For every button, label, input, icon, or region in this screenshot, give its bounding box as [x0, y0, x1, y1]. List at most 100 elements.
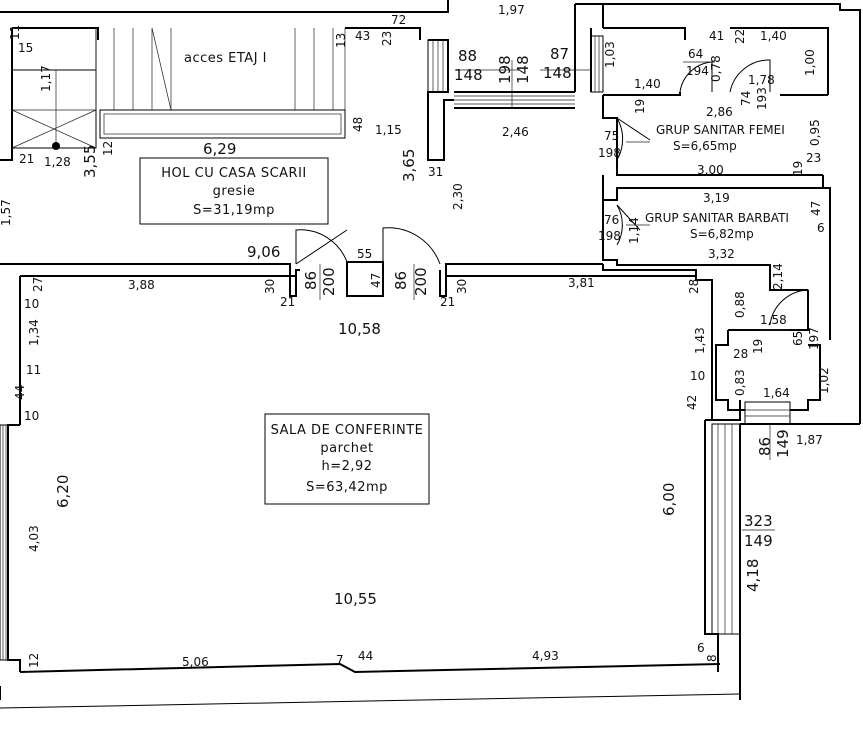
dim-label: 75	[604, 129, 619, 143]
dim-label: 28	[733, 347, 748, 361]
dim-label: 200	[320, 267, 338, 296]
dimension-labels: 1,97 72 43 23 11 15 13 1,17 48 1,15 21 1…	[0, 3, 831, 669]
wc-women-area: S=6,65mp	[673, 139, 737, 153]
conference-name: SALA DE CONFERINTE	[271, 423, 424, 438]
dim-label: 76	[604, 213, 619, 227]
stairs	[11, 27, 346, 150]
dim-label: 0,95	[808, 119, 822, 146]
dim-label: 1,64	[763, 386, 790, 400]
dim-label: 3,32	[708, 247, 735, 261]
wc-men-area: S=6,82mp	[690, 227, 754, 241]
dim-label: 2,86	[706, 105, 733, 119]
dim-label: 10,55	[334, 590, 377, 608]
room-label-boxes	[139, 157, 430, 505]
hall-floor: gresie	[213, 184, 256, 199]
dim-label: 1,17	[39, 65, 53, 92]
dim-label: 42	[685, 395, 699, 410]
dim-label: 12	[27, 653, 41, 668]
dim-label: 19	[791, 161, 805, 176]
dim-label: 19	[633, 99, 647, 114]
dim-label: 194	[686, 64, 709, 78]
dim-label: 148	[543, 64, 572, 82]
dim-label: 22	[733, 29, 747, 44]
room-labels: HOL CU CASA SCARII gresie S=31,19mp SALA…	[161, 51, 789, 495]
dim-label: 149	[744, 532, 773, 550]
dim-label: 11	[8, 25, 22, 40]
dim-label: 6	[817, 221, 825, 235]
dim-label: 149	[774, 429, 792, 458]
dim-label: 6,00	[660, 483, 678, 516]
dim-label: 31	[428, 165, 443, 179]
dim-label: 3,19	[703, 191, 730, 205]
dim-label: 4,93	[532, 649, 559, 663]
dim-label: 1,43	[693, 327, 707, 354]
dim-label: 21	[280, 295, 295, 309]
dim-label: 88	[458, 47, 477, 65]
dim-label: 10	[690, 369, 705, 383]
dim-label: 0,83	[733, 369, 747, 396]
dim-label: 3,81	[568, 276, 595, 290]
dim-label: 87	[550, 45, 569, 63]
dim-label: 1,87	[796, 433, 823, 447]
dim-label: 4,18	[744, 559, 762, 592]
dim-label: 65	[791, 331, 805, 346]
dim-label: 86	[392, 271, 410, 290]
dim-label: 86	[756, 437, 774, 456]
dim-label: 30	[455, 279, 469, 294]
windows	[0, 35, 791, 661]
dim-label: 5,06	[182, 655, 209, 669]
dim-label: 43	[355, 29, 370, 43]
dim-label: 2,14	[771, 263, 785, 290]
dim-label: 27	[31, 277, 45, 292]
dim-label: 10	[24, 297, 39, 311]
dim-label: 1,40	[760, 29, 787, 43]
dim-label: 4,03	[27, 525, 41, 552]
dim-label: 2,46	[502, 125, 529, 139]
dim-label: 44	[358, 649, 373, 663]
dim-label: 7	[336, 653, 344, 667]
dim-label: 1,34	[27, 319, 41, 346]
dim-label: 11	[26, 363, 41, 377]
dim-label: 19	[751, 339, 765, 354]
dim-label: 15	[18, 41, 33, 55]
dim-label: 6,29	[203, 140, 236, 158]
dim-label: 86	[302, 271, 320, 290]
dim-label: 2,30	[451, 183, 465, 210]
wc-women-name: GRUP SANITAR FEMEI	[656, 123, 785, 137]
dim-label: 9,06	[247, 243, 280, 261]
dimension-lines	[319, 60, 790, 531]
dim-label: 10	[24, 409, 39, 423]
dim-label: 21	[19, 152, 34, 166]
dim-label: 3,00	[697, 163, 724, 177]
dim-label: 323	[744, 512, 773, 530]
dim-label: 1,57	[0, 199, 13, 226]
dim-label: 198	[598, 146, 621, 160]
stairs-label: acces ETAJ I	[184, 51, 267, 66]
dim-label: 148	[454, 66, 483, 84]
dim-label: 1,03	[603, 41, 617, 68]
dim-label: 0,78	[709, 55, 723, 82]
dim-label: 6	[697, 641, 705, 655]
dim-label: 1,97	[498, 3, 525, 17]
dim-label: 1,40	[634, 77, 661, 91]
dim-label: 23	[806, 151, 821, 165]
dim-label: 1,00	[803, 49, 817, 76]
dim-label: 13	[334, 33, 348, 48]
dim-label: 55	[357, 247, 372, 261]
dim-label: 0,88	[733, 291, 747, 318]
dim-label: 10,58	[338, 320, 381, 338]
hall-area: S=31,19mp	[193, 203, 275, 218]
dim-label: 41	[709, 29, 724, 43]
dim-label: 12	[101, 141, 115, 156]
dim-label: 44	[13, 385, 27, 400]
dim-label: 23	[380, 31, 394, 46]
dim-label: 197	[807, 327, 821, 350]
dim-label: 72	[391, 13, 406, 27]
dim-label: 48	[351, 117, 365, 132]
dim-label: 47	[809, 201, 823, 216]
dim-label: 1,58	[760, 313, 787, 327]
dim-label: 8	[705, 654, 719, 662]
dim-label: 148	[514, 55, 532, 84]
dim-label: 200	[412, 267, 430, 296]
hall-name: HOL CU CASA SCARII	[161, 166, 307, 181]
